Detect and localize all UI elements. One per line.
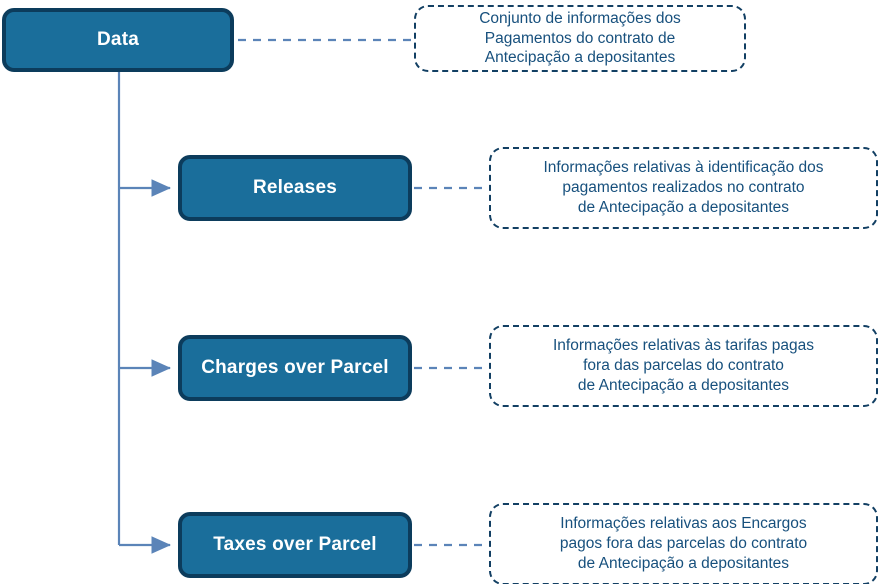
node-releases[interactable]: Releases: [178, 155, 412, 221]
note-data: Conjunto de informações dos Pagamentos d…: [414, 5, 746, 72]
node-taxes-over-parcel[interactable]: Taxes over Parcel: [178, 512, 412, 578]
node-data-label: Data: [97, 28, 139, 50]
node-data[interactable]: Data: [2, 8, 234, 72]
node-charges-over-parcel[interactable]: Charges over Parcel: [178, 335, 412, 401]
note-releases: Informações relativas à identificação do…: [489, 147, 878, 229]
note-charges-over-parcel: Informações relativas às tarifas pagas f…: [489, 325, 878, 407]
note-data-text: Conjunto de informações dos Pagamentos d…: [479, 9, 681, 67]
node-taxes-over-parcel-label: Taxes over Parcel: [213, 533, 377, 555]
note-releases-text: Informações relativas à identificação do…: [543, 159, 824, 216]
note-taxes-over-parcel: Informações relativas aos Encargos pagos…: [489, 503, 878, 584]
node-charges-over-parcel-label: Charges over Parcel: [201, 356, 389, 378]
note-charges-over-parcel-text: Informações relativas às tarifas pagas f…: [552, 337, 815, 394]
node-releases-label: Releases: [252, 176, 337, 198]
note-taxes-over-parcel-text: Informações relativas aos Encargos pagos…: [559, 515, 808, 572]
